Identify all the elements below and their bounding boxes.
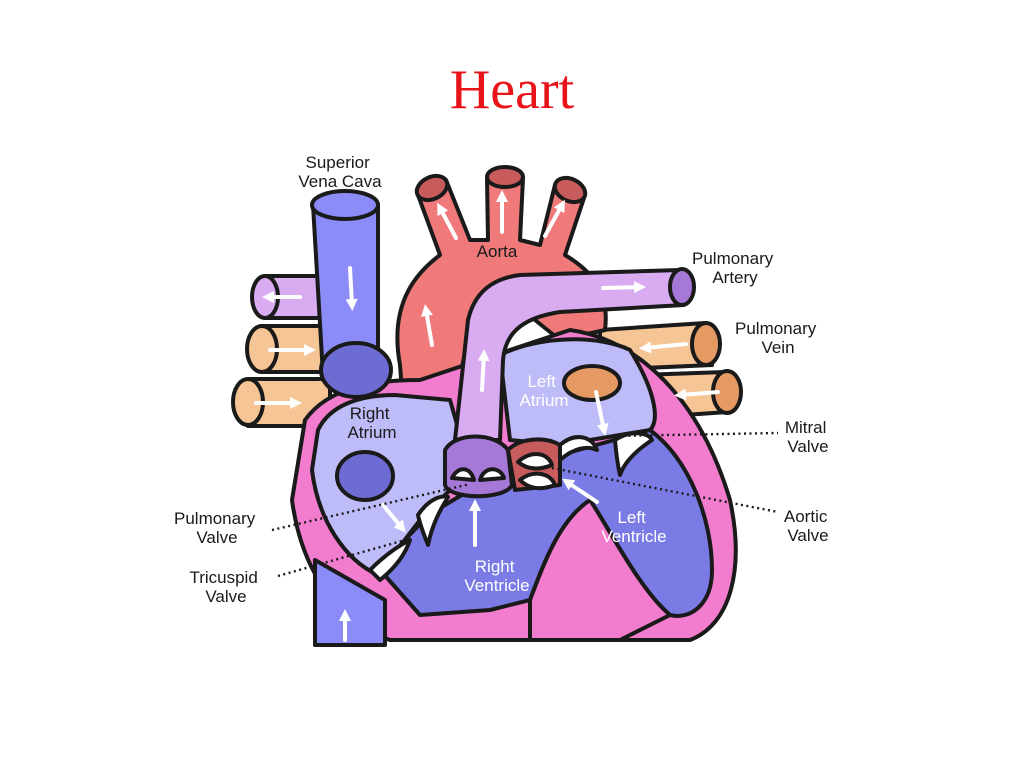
label-right-ventricle: Right Ventricle [464, 557, 529, 595]
label-left-ventricle: Left Ventricle [601, 508, 666, 546]
inferior-vena-cava [313, 558, 387, 647]
pulmonary-artery [453, 267, 696, 442]
page-title: Heart [449, 59, 575, 121]
label-pulmonary-vein: Pulmonary Vein [735, 319, 821, 357]
label-superior-vena-cava: Superior Vena Cava [298, 153, 382, 191]
leader-lines [271, 431, 779, 578]
left-atrium [498, 337, 657, 447]
superior-vena-cava [310, 189, 393, 399]
tricuspid-valve [368, 494, 450, 582]
aortic-valve [506, 437, 562, 492]
label-left-atrium: Left Atrium [519, 372, 568, 410]
label-right-atrium: Right Atrium [347, 404, 396, 442]
label-aorta: Aorta [477, 242, 518, 261]
mitral-valve [558, 431, 654, 477]
label-pulmonary-artery: Pulmonary Artery [692, 249, 778, 287]
label-mitral-valve: Mitral Valve [785, 418, 831, 456]
ventricles [378, 428, 714, 642]
label-pulmonary-valve: Pulmonary Valve [174, 509, 260, 547]
label-tricuspid-valve: Tricuspid Valve [189, 568, 262, 606]
flow-arrows [254, 190, 720, 642]
pulmonary-valve [443, 434, 514, 499]
label-aortic-valve: Aortic Valve [784, 507, 832, 545]
